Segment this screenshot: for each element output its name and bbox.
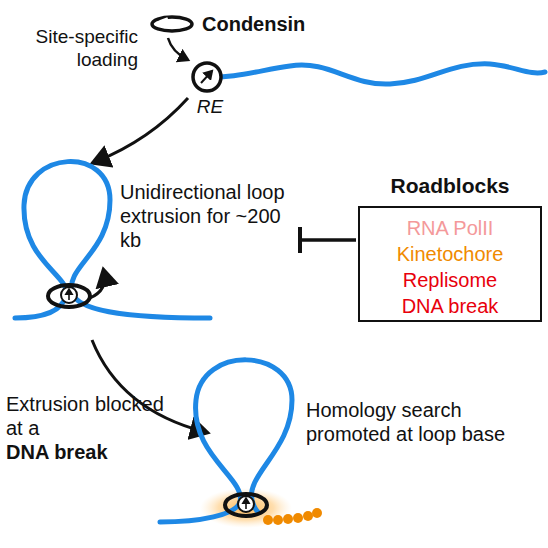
ring-gap (160, 19, 168, 22)
inhibition-line (300, 238, 356, 242)
roadblock-item: Replisome (360, 268, 540, 292)
site-direction (68, 289, 70, 300)
break-proteins (263, 508, 322, 525)
roadblock-item: Kinetochore (360, 242, 540, 266)
roadblock-item: RNA PolII (360, 216, 540, 240)
loading-arrow (168, 38, 188, 60)
extrusion-arrow (90, 272, 105, 298)
site-direction (201, 71, 212, 83)
step-label: Unidirectional loop extrusion for ~200 k… (120, 180, 300, 252)
box-heading: Roadblocks (360, 174, 540, 198)
roadblock-box: RoadblocksRNA PolIIKinetochoreReplisomeD… (358, 206, 542, 322)
homology-glow (200, 488, 292, 528)
inhibition-bar (298, 227, 302, 253)
site-label: RE (190, 96, 230, 119)
roadblock-item: DNA break (360, 294, 540, 318)
loading-site (61, 287, 77, 303)
protein-bead (303, 511, 313, 521)
loading-site (238, 496, 254, 512)
step-label: Extrusion blocked at a (6, 392, 166, 440)
flow-arrow (92, 340, 205, 432)
protein-bead (273, 515, 283, 525)
condensin-ring (152, 17, 192, 31)
protein-name: Condensin (202, 12, 342, 36)
protein-bead (293, 513, 303, 523)
dna-loop (160, 360, 292, 522)
condensin-ring (225, 494, 267, 516)
site-direction (245, 498, 247, 509)
protein-bead (263, 515, 273, 525)
protein-bead (312, 508, 322, 518)
step-label: Site-specific loading (8, 26, 138, 72)
loading-site (193, 63, 221, 91)
flow-arrow (95, 98, 188, 162)
step-label: DNA break (6, 440, 166, 464)
condensin-ring (48, 285, 90, 307)
dna-strand (195, 64, 545, 84)
protein-bead (283, 514, 293, 524)
outcome-label: Homology search promoted at loop base (306, 398, 542, 446)
